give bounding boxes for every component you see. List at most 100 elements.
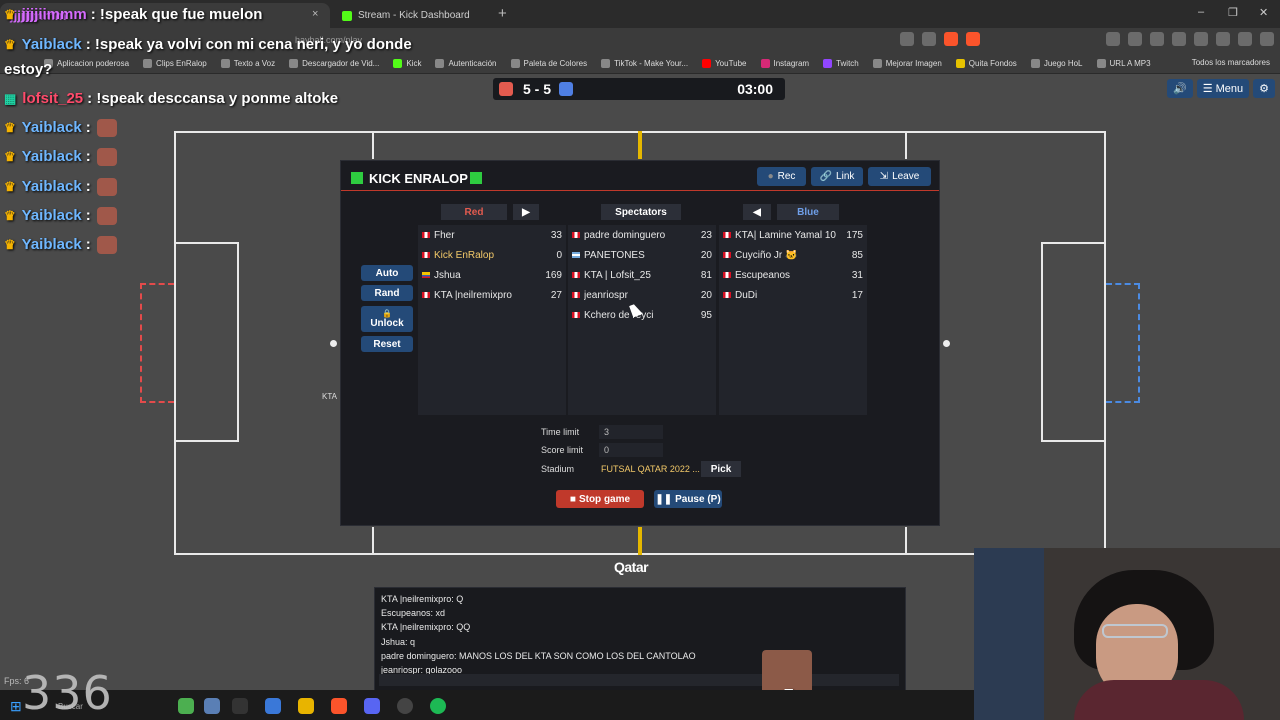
player-points: 27 [550,289,562,301]
blue-team-header[interactable]: Blue [777,204,839,220]
obs-icon[interactable] [397,698,413,714]
new-tab-button[interactable]: + [498,5,507,22]
reset-button[interactable]: Reset [361,336,413,352]
sidebar-icon[interactable] [1172,32,1186,46]
toolbar-icons [1106,32,1274,46]
bookmark-item[interactable]: Texto a Voz [220,59,275,68]
leave-button[interactable]: ⇲Leave [868,167,931,186]
crown-icon: ♛ [4,179,16,194]
red-team-header[interactable]: Red [441,204,507,220]
maximize-button[interactable]: ❐ [1228,7,1238,19]
close-tab-icon[interactable]: × [312,8,319,20]
url-field[interactable]: hayball.com/play [295,35,363,45]
store-icon[interactable] [265,698,281,714]
green-square-icon [351,172,363,184]
translate-icon[interactable] [900,32,914,46]
extensions-icon[interactable] [1106,32,1120,46]
bookmark-item[interactable]: Paleta de Colores [510,59,587,68]
bookmark-item[interactable]: URL A MP3 [1096,59,1151,68]
crown-icon: ♛ [4,37,16,52]
unlock-label: Unlock [370,318,404,329]
stop-game-button[interactable]: ■Stop game [556,490,644,508]
screenshot-icon[interactable] [1128,32,1142,46]
menu-button[interactable]: ☰ Menu [1196,79,1250,98]
rand-button[interactable]: Rand [361,285,413,301]
bookmark-item[interactable]: Descargador de Vid... [289,59,379,68]
all-bookmarks[interactable]: Todos los marcadores [1191,58,1270,67]
widget-icon[interactable] [178,698,194,714]
bookmark-item[interactable]: Clips EnRalop [143,59,207,68]
spectators-header[interactable]: Spectators [601,204,681,220]
bookmark-item[interactable]: Mejorar Imagen [872,59,942,68]
score-limit-field[interactable]: 0 [599,443,663,457]
move-to-red-button[interactable]: ▶ [513,204,539,220]
minimize-button[interactable]: – [1198,6,1205,18]
bookmark-item[interactable]: Juego HoL [1030,59,1083,68]
unlock-button[interactable]: 🔒 Unlock [361,306,413,332]
menu-icon[interactable] [1260,32,1274,46]
pick-stadium-button[interactable]: Pick [701,461,741,477]
move-to-blue-button[interactable]: ◀ [743,204,771,220]
spotify-icon[interactable] [430,698,446,714]
settings-button[interactable]: ⚙ [1253,79,1276,98]
brave-rewards-icon[interactable] [966,32,980,46]
share-icon[interactable] [922,32,936,46]
player-name: KTA| Lamine Yamal 10 [735,229,836,241]
auto-button[interactable]: Auto [361,265,413,281]
discord-icon[interactable] [364,698,380,714]
brave-shield-icon[interactable] [944,32,958,46]
link-button[interactable]: 🔗Link [811,167,863,186]
task-view-icon[interactable] [232,698,248,714]
bookmark-item[interactable]: Instagram [760,59,809,68]
brave-icon[interactable] [331,698,347,714]
time-limit-field[interactable]: 3 [599,425,663,439]
file-explorer-icon[interactable] [298,698,314,714]
media-icon[interactable] [1150,32,1164,46]
crown-icon: ♛ [4,120,16,135]
bookmark-item[interactable]: YouTube [702,59,747,68]
bookmark-item[interactable]: Aplicacion poderosa [44,59,129,68]
rec-button[interactable]: ●Rec [757,167,806,186]
wallet-icon[interactable] [1194,32,1208,46]
player-name: Kchero de reyci [584,309,654,321]
stream-chat-line: ♛Yaiblack: !speak ya volvi con mi cena n… [4,36,412,53]
app-icon[interactable] [204,698,220,714]
windows-start-icon[interactable]: ⊞ [10,698,22,714]
tab-kick-dashboard[interactable]: Stream - Kick Dashboard [332,3,492,28]
pause-button[interactable]: ❚❚Pause (P) [654,490,722,508]
stadium-value: FUTSAL QATAR 2022 ... [601,464,700,474]
taskbar-search[interactable]: Buscar [58,702,83,711]
tab-active[interactable]: jjjjiimmm × [0,3,330,28]
chat-input[interactable] [379,674,899,686]
close-window-button[interactable]: ✕ [1259,7,1269,19]
chat-user: Yaiblack [21,207,82,224]
leo-icon[interactable] [1216,32,1230,46]
sound-button[interactable]: 🔊 [1167,79,1193,98]
bookmark-item[interactable]: Quita Fondos [955,59,1017,68]
bookmark-item[interactable]: TikTok - Make Your... [601,59,688,68]
bookmark-item[interactable]: Twitch [823,59,859,68]
bookmark-item[interactable]: Kick [393,59,421,68]
bookmark-item[interactable]: Autenticación [435,59,497,68]
vpn-icon[interactable] [1238,32,1252,46]
left-penalty-box [174,242,239,442]
peru-flag-icon [572,292,580,298]
chat-user: lofsit_25 [22,90,84,107]
player-row[interactable]: Cuyciño Jr 🐱85 [723,248,863,262]
exit-icon: ⇲ [879,171,889,182]
